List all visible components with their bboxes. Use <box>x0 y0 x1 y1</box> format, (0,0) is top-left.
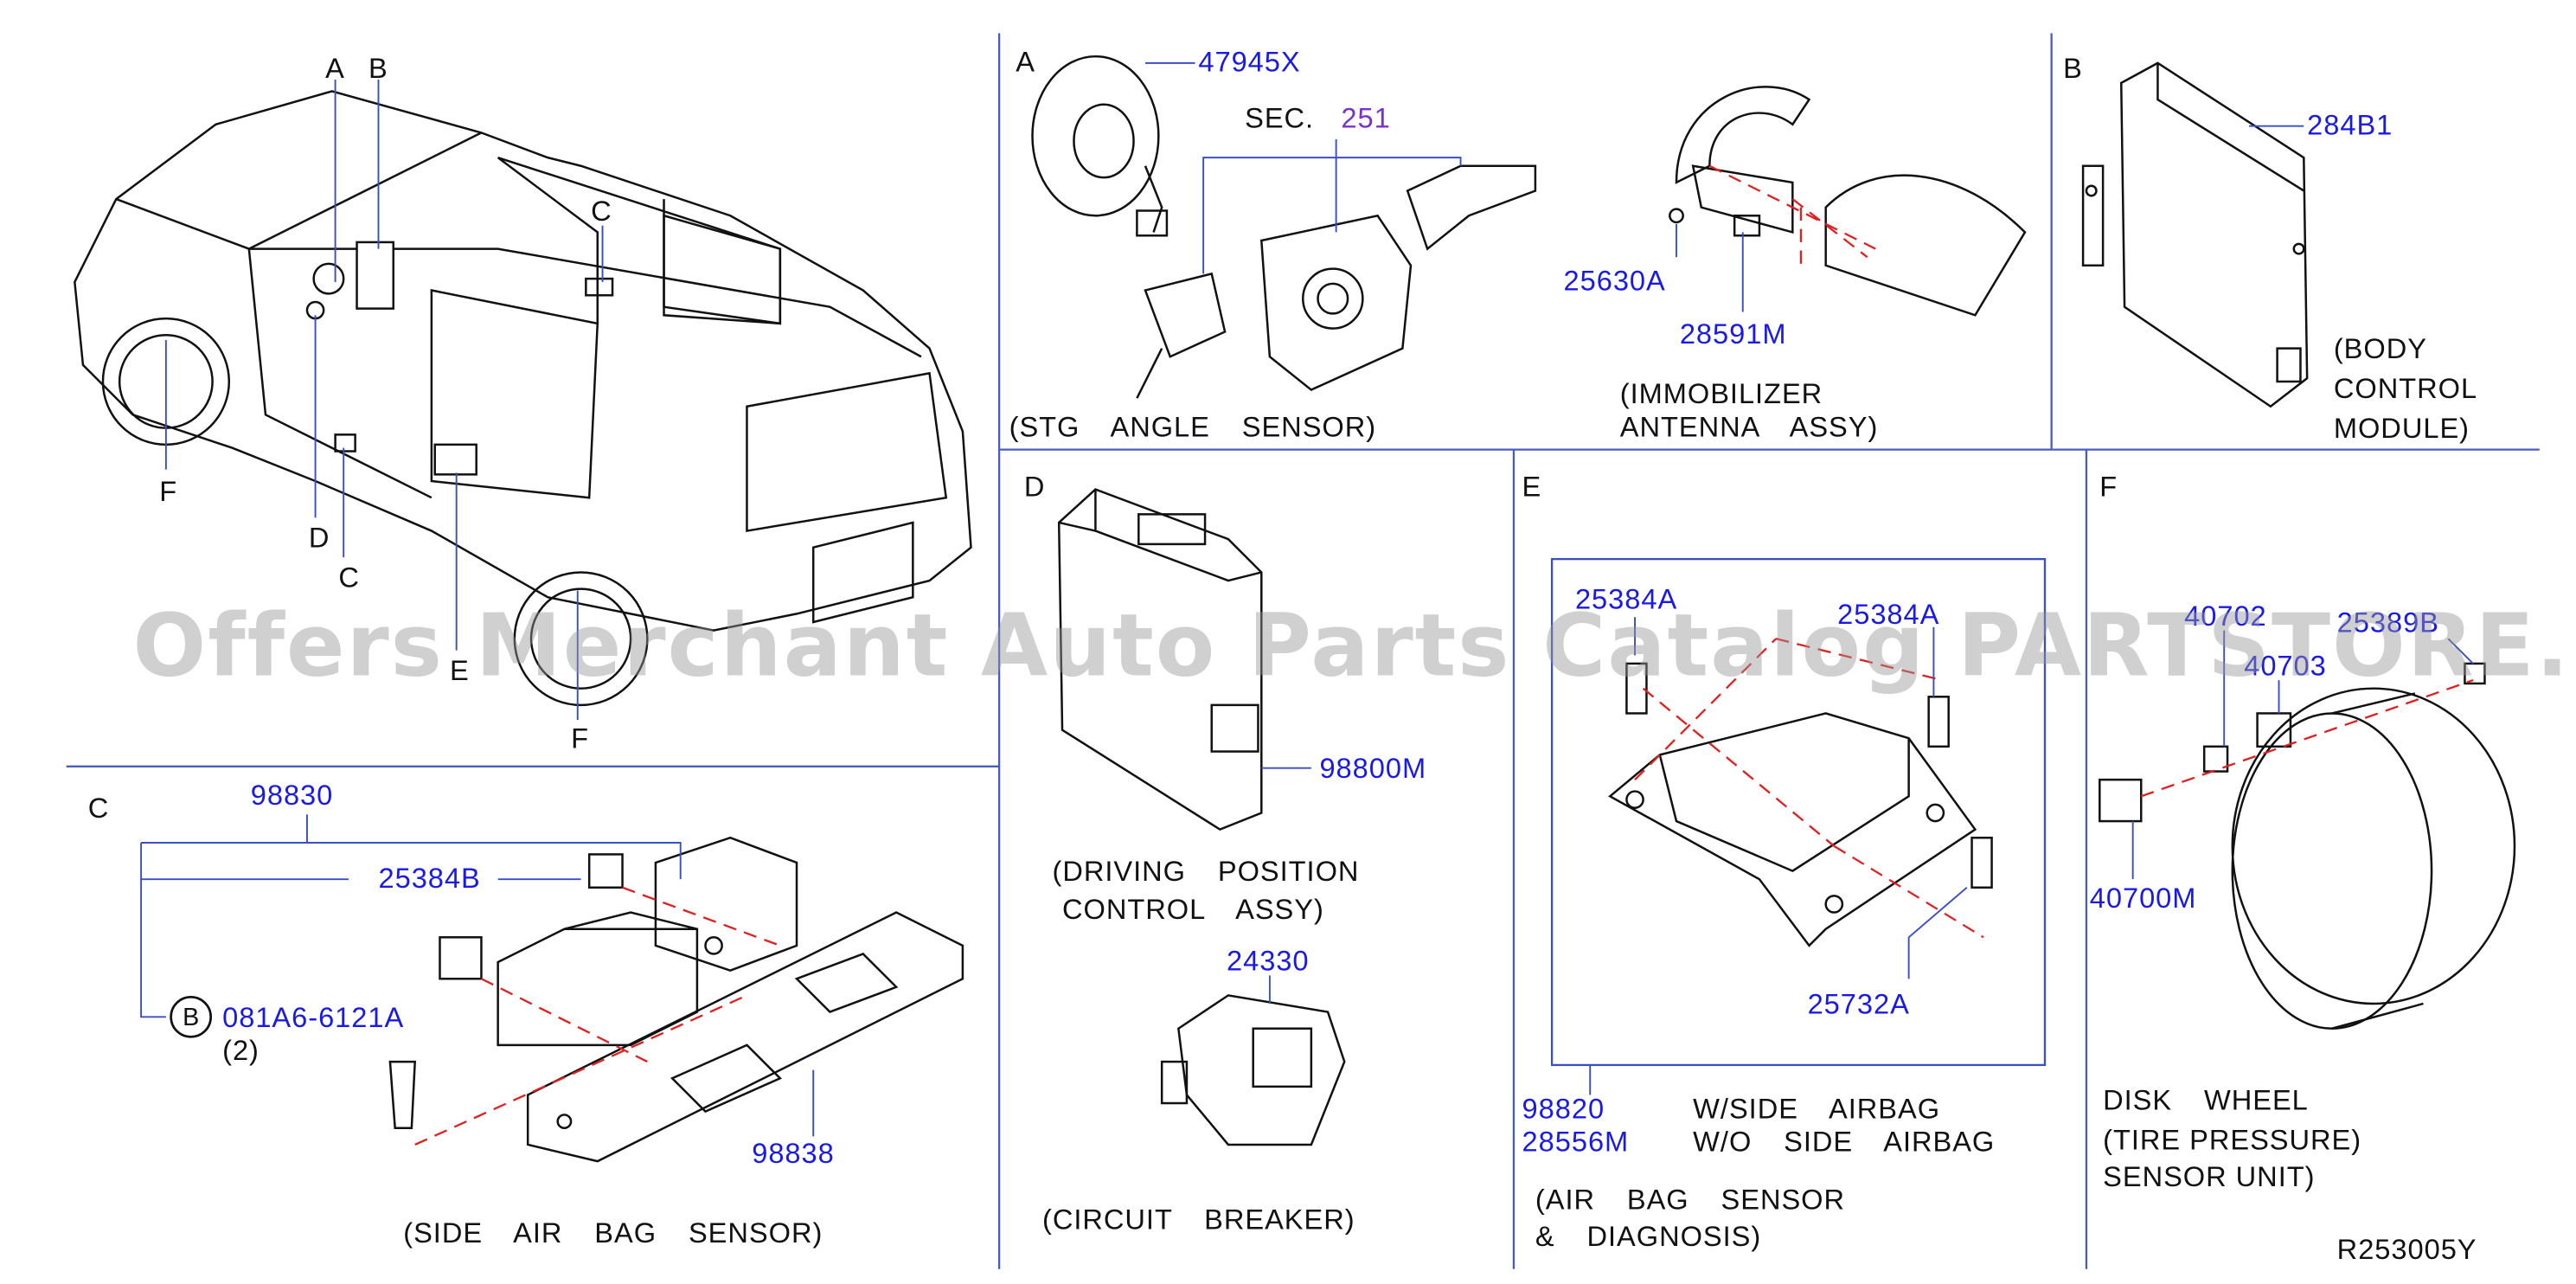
airbag-leaders <box>1589 617 1968 1095</box>
part-40702[interactable]: 40702 <box>2184 600 2267 632</box>
immobilizer-caption-2: ANTENNA ASSY) <box>1619 411 1879 443</box>
vehicle-label-f-front: F <box>159 476 178 508</box>
vehicle-label-c-pillar: C <box>338 562 360 594</box>
driving-position-caption-1: (DRIVING POSITION <box>1052 856 1360 888</box>
bolt-marker-letter: B <box>183 1003 201 1032</box>
stg-angle-sensor-drawing <box>1031 55 1537 399</box>
part-28556m[interactable]: 28556M <box>1522 1126 1630 1159</box>
section-b-letter: B <box>2063 53 2083 85</box>
tpms-caption-2: (TIRE PRESSURE) <box>2103 1124 2362 1157</box>
section-c-letter: C <box>87 793 110 825</box>
part-28591m[interactable]: 28591M <box>1679 318 1787 350</box>
airbag-sensor-caption-2: & DIAGNOSIS) <box>1535 1221 1762 1253</box>
part-25384b[interactable]: 25384B <box>378 863 481 895</box>
bcm-caption-3: MODULE) <box>2333 413 2470 445</box>
airbag-box-frame <box>1550 557 2047 1067</box>
tpms-dashed <box>2140 679 2474 798</box>
vehicle-illustration <box>74 90 972 707</box>
part-25384a-right[interactable]: 25384A <box>1837 599 1940 631</box>
circuit-breaker-caption: (CIRCUIT BREAKER) <box>1042 1204 1355 1236</box>
part-284b1[interactable]: 284B1 <box>2307 109 2393 141</box>
vehicle-label-f-rear: F <box>571 722 589 755</box>
bolt-marker-circle <box>170 995 213 1038</box>
sec-251-link[interactable]: 251 <box>1341 102 1391 135</box>
stg-angle-sensor-caption: (STG ANGLE SENSOR) <box>1009 411 1377 443</box>
immobilizer-leaders <box>1676 223 1744 312</box>
vehicle-label-b: B <box>368 53 388 85</box>
immobilizer-caption-1: (IMMOBILIZER <box>1619 378 1823 410</box>
tpms-caption-3: SENSOR UNIT) <box>2103 1161 2316 1193</box>
part-25630a[interactable]: 25630A <box>1563 265 1666 298</box>
bcm-caption-1: (BODY <box>2333 333 2427 365</box>
part-081a6-6121a[interactable]: 081A6-6121A <box>222 1002 405 1034</box>
airbag-sensor-drawing <box>1608 662 1993 947</box>
part-25389b[interactable]: 25389B <box>2336 607 2439 639</box>
side-airbag-leaders <box>140 814 815 1137</box>
part-40700m[interactable]: 40700M <box>2089 883 2197 915</box>
note-without-side-airbag: W/O SIDE AIRBAG <box>1693 1126 1996 1159</box>
section-f-letter: F <box>2099 471 2118 503</box>
airbag-dashed <box>1634 638 1984 939</box>
note-with-side-airbag: W/SIDE AIRBAG <box>1693 1093 1941 1125</box>
drawing-code: R253005Y <box>2336 1234 2477 1266</box>
vehicle-label-e: E <box>449 655 470 687</box>
vehicle-label-c-roof: C <box>591 196 612 228</box>
driving-position-caption-2: CONTROL ASSY) <box>1062 894 1324 926</box>
section-e-letter: E <box>1522 471 1542 503</box>
part-98838[interactable]: 98838 <box>752 1138 835 1170</box>
airbag-sensor-caption-1: (AIR BAG SENSOR <box>1535 1184 1846 1217</box>
section-a-letter: A <box>1016 46 1036 79</box>
side-airbag-sensor-drawing <box>388 836 964 1163</box>
vehicle-label-a: A <box>325 53 345 85</box>
part-40703[interactable]: 40703 <box>2244 650 2327 683</box>
immobilizer-drawing <box>1669 86 2027 317</box>
watermark: Offers Merchant Auto Parts Catalog PARTS… <box>132 597 2576 697</box>
tpms-caption-1: DISK WHEEL <box>2103 1084 2309 1117</box>
immobilizer-dashed <box>1708 164 1876 266</box>
panel-dividers <box>66 33 2540 1269</box>
side-airbag-caption: (SIDE AIR BAG SENSOR) <box>403 1217 823 1249</box>
driving-position-control-drawing <box>1057 488 1263 831</box>
tpms-leaders <box>2131 630 2474 880</box>
part-25384a-left[interactable]: 25384A <box>1574 583 1678 616</box>
vehicle-label-d: D <box>308 522 330 555</box>
part-25732a[interactable]: 25732A <box>1807 988 1910 1021</box>
sec-label: SEC. <box>1245 102 1315 135</box>
part-98800m[interactable]: 98800M <box>1319 753 1427 785</box>
part-47945x[interactable]: 47945X <box>1198 46 1301 79</box>
disk-wheel-drawing <box>2099 662 2516 1030</box>
stg-leader-lines <box>1144 61 1462 274</box>
section-d-letter: D <box>1023 471 1046 503</box>
vehicle-leader-lines <box>164 80 604 721</box>
part-24330[interactable]: 24330 <box>1227 945 1310 978</box>
part-98830[interactable]: 98830 <box>250 780 334 812</box>
circuit-breaker-drawing <box>1160 994 1346 1146</box>
part-98820[interactable]: 98820 <box>1522 1093 1605 1125</box>
bcm-caption-2: CONTROL <box>2333 373 2478 405</box>
side-airbag-dashed <box>414 886 781 1146</box>
bcm-drawing <box>2081 61 2309 408</box>
bolt-quantity: (2) <box>222 1035 260 1067</box>
